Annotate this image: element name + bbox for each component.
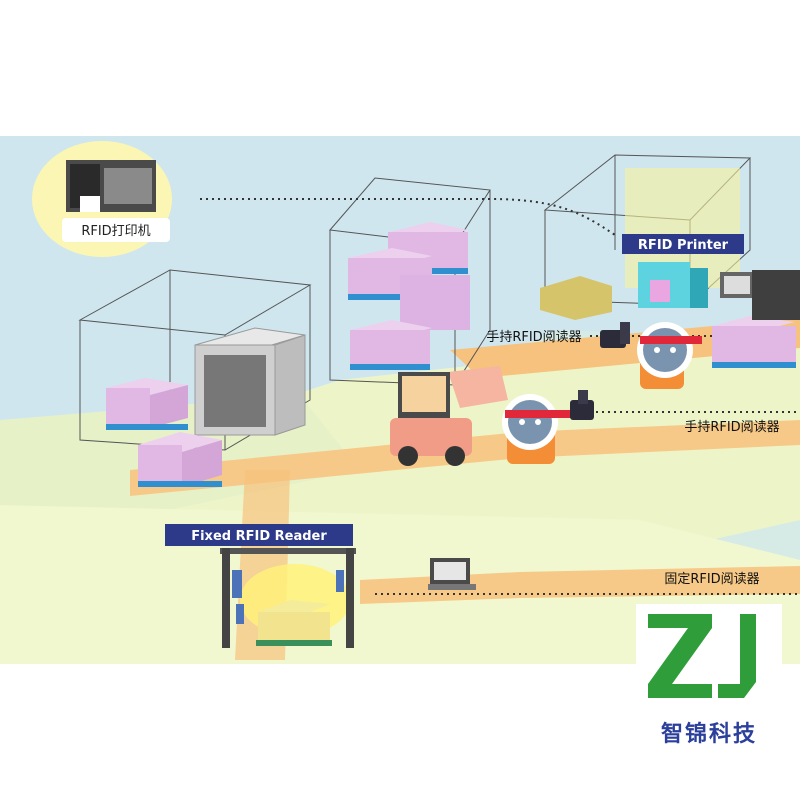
- scanner-disc: [540, 276, 612, 320]
- label-fixed-reader-en-text: Fixed RFID Reader: [191, 529, 327, 544]
- label-fixed-reader-en: Fixed RFID Reader: [165, 524, 353, 546]
- box-stack-right: [712, 316, 796, 368]
- worker-lower: [502, 394, 577, 464]
- forklift: [390, 366, 508, 466]
- box-stack-front: [138, 432, 222, 487]
- handheld-device-upper: [600, 322, 630, 348]
- box-stack-middle-bottom: [350, 275, 470, 370]
- label-rfid-printer-cn: RFID打印机: [62, 218, 170, 242]
- label-rfid-printer-en: RFID Printer: [622, 234, 744, 254]
- fixed-reader-gate: [220, 548, 356, 648]
- fixed-reader-terminal: [428, 558, 476, 590]
- box-stack-left: [106, 378, 188, 430]
- label-handheld-reader-1: 手持RFID阅读器: [486, 330, 581, 345]
- label-rfid-printer-en-text: RFID Printer: [638, 238, 729, 253]
- company-logo: 智锦科技: [636, 604, 782, 754]
- company-name: 智锦科技: [660, 722, 757, 747]
- handheld-device-lower: [570, 390, 594, 420]
- zj-logo-mark: [648, 614, 756, 698]
- label-fixed-reader-cn: 固定RFID阅读器: [664, 572, 759, 587]
- label-handheld-reader-2: 手持RFID阅读器: [684, 420, 779, 435]
- box-stack-middle-top: [348, 222, 468, 300]
- worker-upper: [637, 322, 702, 389]
- label-rfid-printer-cn-text: RFID打印机: [81, 224, 150, 239]
- logo-letter-z: [648, 614, 712, 698]
- conveyor-middle: [130, 420, 800, 496]
- logo-mark-box: [636, 604, 782, 710]
- gray-storage-unit: [194, 327, 306, 436]
- rfid-printer-machine: [638, 262, 800, 320]
- logo-letter-j: [718, 614, 756, 698]
